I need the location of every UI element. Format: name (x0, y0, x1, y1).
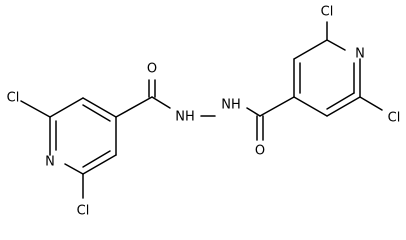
bond (326, 39, 346, 51)
bond (82, 97, 117, 118)
bond (246, 107, 261, 117)
bond (293, 96, 328, 117)
bond (115, 96, 153, 118)
atom-nh-right: NH (221, 98, 241, 113)
atom-cl-top-right: Cl (321, 5, 334, 20)
right-carbonyl (246, 96, 295, 141)
atom-nh-left: NH (175, 110, 195, 125)
bond (151, 96, 171, 109)
bond (326, 96, 361, 117)
atom-n-right: N (355, 47, 365, 62)
bond (82, 154, 117, 175)
bond-inner (326, 92, 355, 110)
atom-cl-bottom-right: Cl (388, 111, 401, 126)
atom-cl-bottom-left: Cl (77, 204, 90, 219)
atom-o-right: O (255, 144, 265, 159)
right-pyridine-ring (293, 21, 383, 117)
left-carbonyl (148, 79, 171, 109)
atom-o-left: O (147, 62, 157, 77)
bond-inner (82, 150, 111, 168)
atom-n-left: N (45, 155, 55, 170)
bond-inner (82, 104, 111, 122)
bond (20, 100, 51, 118)
bond (64, 163, 84, 175)
bond (359, 96, 383, 111)
bond (293, 39, 328, 60)
bond (259, 96, 295, 117)
left-pyridine-ring (20, 96, 153, 199)
atom-cl-top-left: Cl (7, 91, 20, 106)
bond (49, 97, 84, 118)
